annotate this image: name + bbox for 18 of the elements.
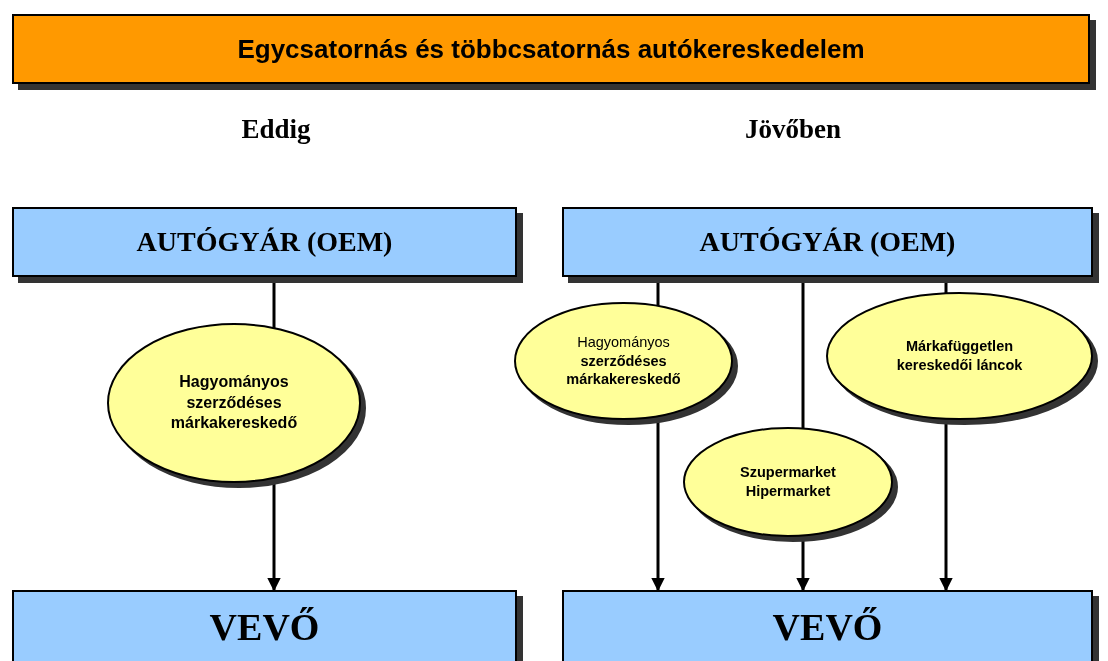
node-label: VEVŐ [209, 604, 320, 650]
channel-ellipse [107, 323, 361, 483]
column-heading: Jövőben [745, 114, 841, 145]
arrow [796, 535, 810, 592]
node-label: Hagyományos szerződéses márkakereskedő [169, 371, 299, 434]
node-label: VEVŐ [772, 604, 883, 650]
node-label: AUTÓGYÁR (OEM) [699, 224, 956, 259]
channel-ellipse [683, 427, 893, 537]
arrow [651, 416, 665, 592]
node-label: Márkafüggetlen kereskedői láncok [895, 337, 1024, 375]
column-heading: Eddig [241, 114, 311, 145]
node-label: Szupermarket Hipermarket [739, 463, 837, 501]
channel-ellipse [514, 302, 733, 420]
node-label: Hagyományos szerződéses márkakereskedő [565, 332, 682, 390]
arrow [939, 418, 953, 592]
node-label: AUTÓGYÁR (OEM) [136, 224, 393, 259]
arrow [267, 477, 281, 592]
channel-ellipse [826, 292, 1093, 420]
